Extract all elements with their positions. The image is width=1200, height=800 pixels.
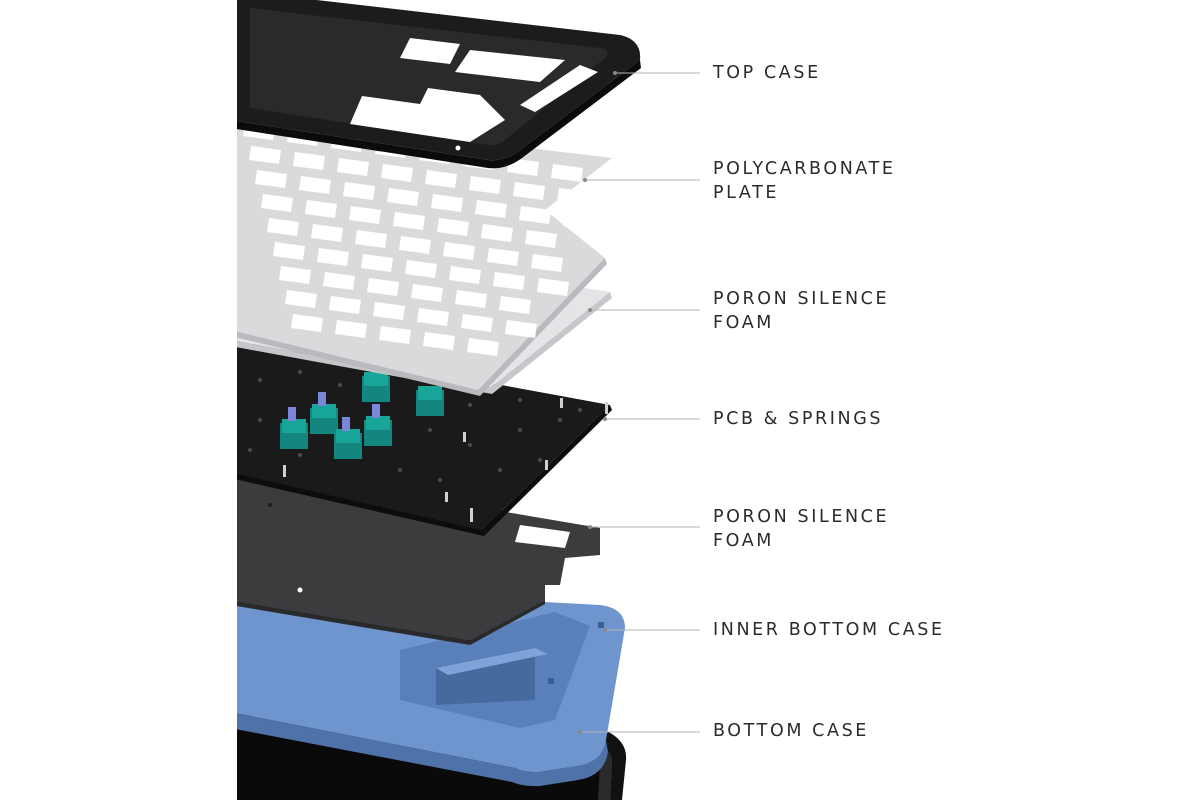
leader-lines: [578, 71, 700, 734]
plate-key-cutout: [381, 164, 413, 182]
plate-key-cutout: [273, 242, 305, 260]
plate-key-cutout: [437, 218, 469, 236]
plate-key-cutout: [279, 266, 311, 284]
plate-key-cutout: [513, 182, 545, 200]
plate-key-cutout: [329, 296, 361, 314]
plate-key-cutout: [255, 170, 287, 188]
plate-key-cutout: [305, 200, 337, 218]
plate-key-cutout: [431, 194, 463, 212]
plate-key-cutout: [505, 320, 537, 338]
plate-key-cutout: [335, 320, 367, 338]
plate-key-cutout: [343, 182, 375, 200]
plate-key-cutout: [551, 164, 583, 182]
plate-key-cutout: [423, 332, 455, 350]
plate-key-cutout: [405, 260, 437, 278]
plate-key-cutout: [249, 146, 281, 164]
plate-key-cutout: [425, 170, 457, 188]
leader-dot-pcb-springs: [603, 417, 607, 421]
plate-key-cutout: [293, 152, 325, 170]
plate-key-cutout: [373, 302, 405, 320]
pcb-layer: [237, 336, 612, 536]
leader-dot-poron-foam-upper: [588, 308, 592, 312]
plate-key-cutout: [323, 272, 355, 290]
plate-key-cutout: [311, 224, 343, 242]
plate-key-cutout: [531, 254, 563, 272]
plate-key-cutout: [349, 206, 381, 224]
plate-key-cutout: [455, 290, 487, 308]
plate-key-cutout: [379, 326, 411, 344]
plate-key-cutout: [417, 308, 449, 326]
plate-key-cutout: [411, 284, 443, 302]
plate-key-cutout: [499, 296, 531, 314]
plate-key-cutout: [393, 212, 425, 230]
leader-dot-poron-foam-lower: [588, 525, 592, 529]
plate-key-cutout: [487, 248, 519, 266]
leader-dot-bottom-case: [578, 730, 582, 734]
plate-key-cutout: [261, 194, 293, 212]
plate-key-cutout: [299, 176, 331, 194]
plate-key-cutout: [461, 314, 493, 332]
plate-key-cutout: [399, 236, 431, 254]
top-case-layer: [237, 0, 641, 169]
leader-dot-inner-bottom-case: [603, 628, 607, 632]
plate-key-cutout: [519, 206, 551, 224]
polycarbonate-plate-layer: [237, 112, 612, 396]
plate-key-cutout: [337, 158, 369, 176]
plate-key-cutout: [563, 212, 595, 230]
plate-key-cutout: [291, 314, 323, 332]
plate-key-cutout: [355, 230, 387, 248]
plate-key-cutout: [467, 338, 499, 356]
plate-key-cutout: [443, 242, 475, 260]
plate-key-cutout: [449, 266, 481, 284]
plate-key-cutout: [493, 272, 525, 290]
plate-key-cutout: [317, 248, 349, 266]
plate-key-cutout: [557, 188, 589, 206]
plate-key-cutout: [267, 218, 299, 236]
leader-dot-polycarbonate-plate: [583, 178, 587, 182]
plate-key-cutout: [537, 278, 569, 296]
plate-key-cutout: [525, 230, 557, 248]
plate-key-cutout: [361, 254, 393, 272]
switches: [280, 372, 444, 459]
plate-key-cutout: [469, 176, 501, 194]
plate-key-cutout: [475, 200, 507, 218]
leader-dot-top-case: [613, 71, 617, 75]
poron-foam-lower-layer: [237, 466, 600, 645]
plate-key-cutout: [481, 224, 513, 242]
plate-key-cutout: [367, 278, 399, 296]
plate-key-cutout: [285, 290, 317, 308]
plate-key-cutout: [387, 188, 419, 206]
